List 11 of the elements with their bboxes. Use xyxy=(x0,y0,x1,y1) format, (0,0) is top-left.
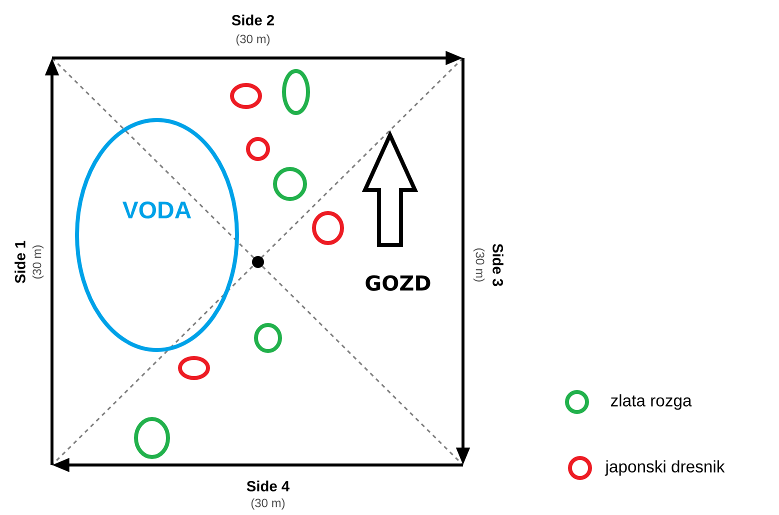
area-label: GOZD xyxy=(366,275,430,291)
dimension-label: (30 m) xyxy=(473,248,485,282)
dimension-label: (30 m) xyxy=(32,245,44,279)
side-label: Side 1 xyxy=(14,240,26,284)
dimension-label: (30 m) xyxy=(236,34,270,46)
side-label: Side 2 xyxy=(232,14,274,26)
dimension-label: (30 m) xyxy=(251,498,285,510)
legend-text: japonski dresnik xyxy=(604,460,725,476)
legend-text: zlata rozga xyxy=(610,394,692,410)
side-label: Side 4 xyxy=(246,480,290,492)
side-label: Side 3 xyxy=(492,244,504,286)
